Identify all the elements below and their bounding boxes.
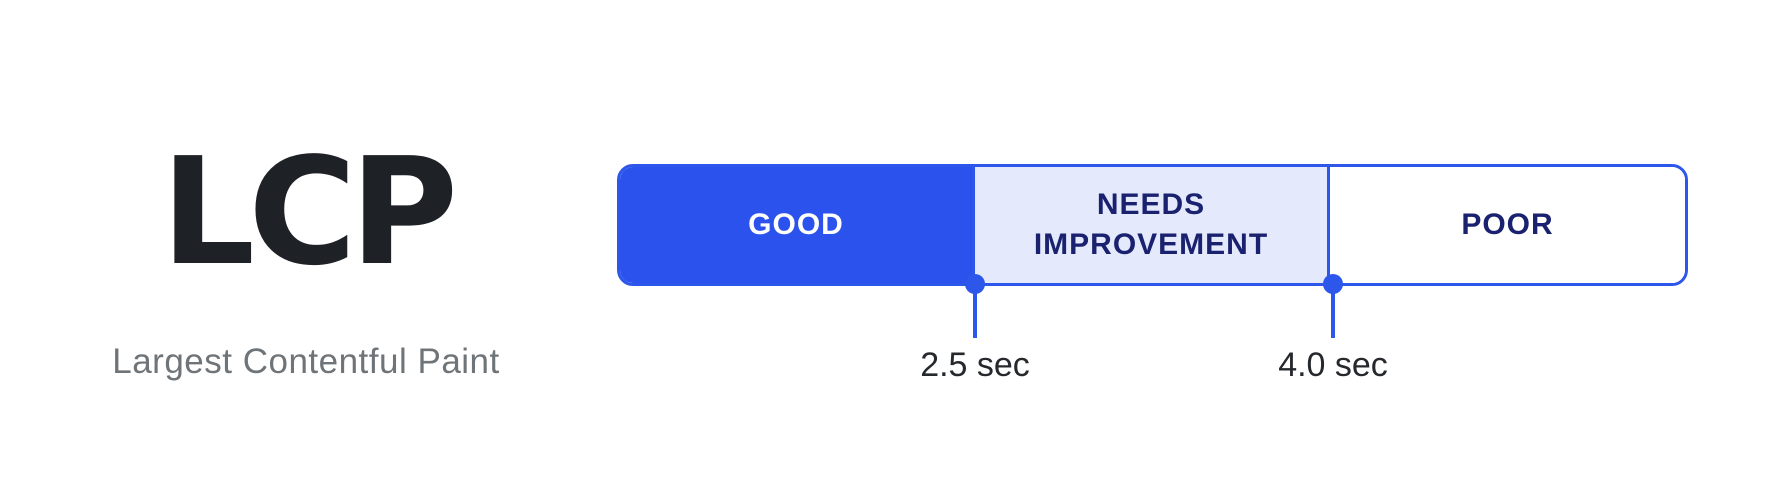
threshold-tick-line: [1331, 286, 1335, 338]
metric-block: LCP Largest Contentful Paint: [0, 0, 612, 499]
threshold-scale: GOOD NEEDS IMPROVEMENT POOR 2.5 sec 4.0 …: [617, 164, 1688, 400]
metric-abbreviation: LCP: [160, 126, 458, 298]
segment-good-label: GOOD: [748, 207, 844, 241]
scale-bar: GOOD NEEDS IMPROVEMENT POOR: [617, 164, 1688, 286]
threshold-dot-icon: [965, 274, 985, 294]
segment-needs-improvement: NEEDS IMPROVEMENT: [975, 167, 1330, 283]
segment-poor-label: POOR: [1461, 207, 1554, 241]
threshold-tick-line: [973, 286, 977, 338]
segment-good: GOOD: [620, 167, 975, 283]
segment-needs-improvement-label: NEEDS IMPROVEMENT: [1033, 187, 1269, 262]
metric-full-name: Largest Contentful Paint: [112, 342, 500, 381]
threshold-dot-icon: [1323, 274, 1343, 294]
segment-poor: POOR: [1330, 167, 1685, 283]
threshold-label-2-5s: 2.5 sec: [920, 346, 1030, 384]
threshold-label-4-0s: 4.0 sec: [1278, 346, 1388, 384]
